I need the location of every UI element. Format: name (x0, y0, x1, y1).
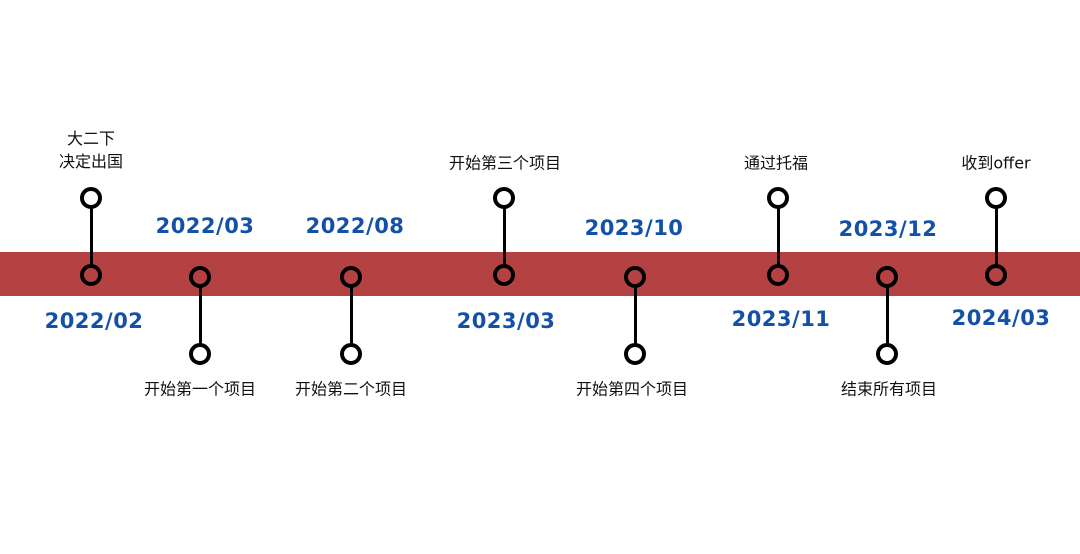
event-label: 开始第四个项目 (576, 378, 688, 401)
milestone-circle-icon (80, 187, 102, 209)
connector-line (502, 198, 506, 275)
event-label-line: 开始第四个项目 (575, 379, 689, 399)
event-label-line: 大二下 (66, 129, 116, 148)
event-label: 开始第三个项目 (449, 152, 561, 175)
timeline-band (0, 252, 1080, 296)
event-label: 开始第二个项目 (295, 378, 407, 401)
milestone-circle-icon (624, 343, 646, 365)
timeline-node-icon (624, 266, 646, 288)
event-date: 2023/12 (838, 217, 938, 241)
event-label: 大二下 决定出国 (59, 127, 123, 173)
milestone-circle-icon (189, 343, 211, 365)
event-date: 2023/03 (456, 309, 556, 333)
event-label: 开始第一个项目 (144, 378, 256, 401)
event-label-line: 决定出国 (58, 152, 124, 171)
milestone-circle-icon (985, 187, 1007, 209)
event-label-line: 开始第三个项目 (448, 153, 562, 173)
event-label-line: 通过托福 (743, 153, 809, 173)
connector-line (89, 198, 93, 275)
timeline-node-icon (876, 266, 898, 288)
connector-line (633, 277, 637, 354)
event-label-line: 结束所有项目 (840, 379, 938, 399)
timeline-node-icon (80, 264, 102, 286)
event-label-line: 开始第二个项目 (294, 379, 408, 399)
event-label-line: 收到offer (961, 153, 1031, 173)
event-date: 2022/08 (305, 214, 405, 238)
timeline-node-icon (493, 264, 515, 286)
connector-line (349, 277, 353, 354)
connector-line (994, 198, 998, 275)
event-label: 结束所有项目 (841, 378, 937, 401)
event-date: 2022/03 (155, 214, 255, 238)
milestone-circle-icon (493, 187, 515, 209)
event-label: 收到offer (961, 152, 1030, 175)
event-date: 2023/10 (584, 216, 684, 240)
timeline-node-icon (189, 266, 211, 288)
event-date: 2024/03 (951, 306, 1051, 330)
connector-line (198, 277, 202, 354)
timeline-node-icon (340, 266, 362, 288)
milestone-circle-icon (340, 343, 362, 365)
event-label: 通过托福 (744, 152, 808, 175)
connector-line (885, 277, 889, 354)
milestone-circle-icon (876, 343, 898, 365)
event-label-line: 开始第一个项目 (143, 379, 257, 399)
timeline-node-icon (767, 264, 789, 286)
milestone-circle-icon (767, 187, 789, 209)
event-date: 2022/02 (44, 309, 144, 333)
event-date: 2023/11 (731, 307, 831, 331)
connector-line (776, 198, 780, 275)
timeline-node-icon (985, 264, 1007, 286)
